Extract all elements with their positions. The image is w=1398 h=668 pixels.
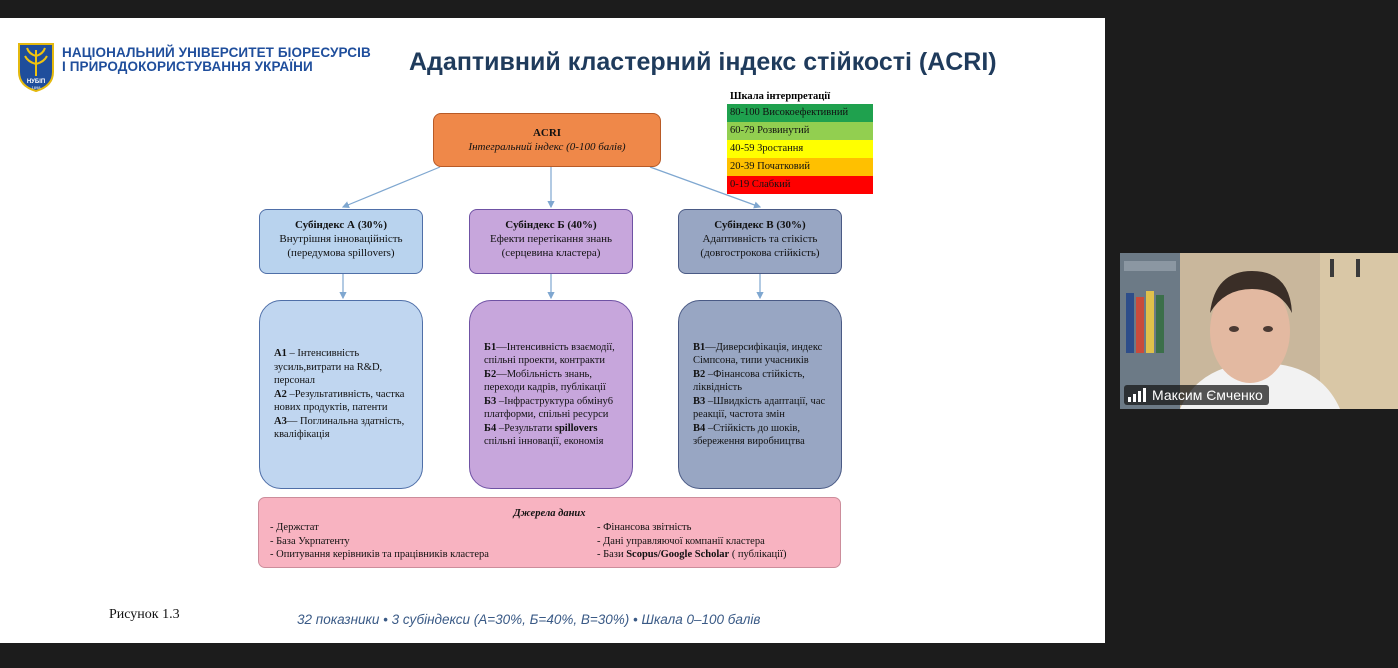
- root-title: ACRI: [532, 127, 562, 139]
- scale-row-initial: 20-39 Початковий: [727, 158, 873, 176]
- interpretation-scale: Шкала інтерпретації 80-100 Високоефектив…: [727, 90, 873, 194]
- indicator-c1: В1—Диверсифікація, индекс Сімпсона, типи…: [693, 341, 823, 367]
- arrow-root-to-a: [341, 166, 441, 209]
- indicator-a1: А1 – Інтенсивність зусиль,витрати на R&D…: [274, 348, 383, 387]
- source-item: - Держстат: [270, 522, 319, 533]
- source-item: - Дані управляючої компанії кластера: [597, 535, 765, 547]
- data-sources-box: Джерела даних - Держстат - База Укрпатен…: [258, 497, 841, 568]
- subindex-b-line1: Ефекти перетікання знань: [489, 233, 613, 245]
- arrow-root-to-c: [649, 166, 762, 209]
- indicator-c3: В3 –Швидкість адаптації, час реакції, ча…: [693, 395, 826, 421]
- indicator-b2: Б2—Мобільність знань, переходи кадрів, п…: [484, 368, 606, 394]
- presentation-slide: НУБІП 1898 НАЦІОНАЛЬНИЙ УНІВЕРСИТЕТ БІОР…: [0, 18, 1105, 643]
- subindex-c-line2: (довгострокова стійкість): [700, 247, 820, 259]
- connector-arrows: [339, 166, 764, 300]
- logo-text: НУБІП: [27, 79, 45, 85]
- source-item: - Бази Scopus/Google Scholar ( публікаці…: [597, 549, 787, 560]
- subindex-a-title: Субіндекс А (30%): [294, 219, 388, 231]
- university-name-line1: НАЦІОНАЛЬНИЙ УНІВЕРСИТЕТ БІОРЕСУРСІВ: [62, 45, 371, 60]
- participant-video-tile[interactable]: [1120, 253, 1398, 409]
- source-item: - Фінансова звітність: [597, 522, 692, 533]
- slide-title: Адаптивний кластерний індекс стійкості (…: [409, 48, 997, 76]
- subindex-c-node: Субіндекс В (30%) Адаптивність та стікіс…: [678, 209, 842, 274]
- participant-name: Максим Ємченко: [1152, 387, 1263, 403]
- details-a-node: А1 – Інтенсивність зусиль,витрати на R&D…: [259, 300, 423, 489]
- indicator-a3: А3— Поглинальна здатність, кваліфікація: [274, 415, 405, 441]
- slide-footer: 32 показники • 3 субіндекси (А=30%, Б=40…: [297, 612, 761, 627]
- scale-row-high: 80-100 Високоефективний: [727, 104, 873, 122]
- subindex-b-line2: (серцевина кластера): [501, 247, 601, 259]
- scale-title: Шкала інтерпретації: [730, 91, 831, 102]
- figure-label: Рисунок 1.3: [109, 607, 180, 622]
- participant-video-image: [1120, 253, 1398, 409]
- root-subtitle: Інтегральний індекс (0-100 балів): [468, 141, 626, 153]
- subindex-b-node: Субіндекс Б (40%) Ефекти перетікання зна…: [469, 209, 633, 274]
- source-item: - База Укрпатенту: [270, 535, 350, 547]
- data-sources-left-column: - Держстат - База Укрпатенту - Опитуванн…: [270, 521, 489, 562]
- indicator-b3: Б3 –Інфраструктура обміну6 платформи, сп…: [484, 395, 614, 421]
- indicator-b4: Б4 –Результати spillovers спільні іннова…: [484, 422, 604, 448]
- scale-row-developed: 60-79 Розвинутий: [727, 122, 873, 140]
- scale-row-weak: 0-19 Слабкий: [727, 176, 873, 194]
- signal-strength-icon: [1128, 388, 1146, 402]
- university-name: НАЦІОНАЛЬНИЙ УНІВЕРСИТЕТ БІОРЕСУРСІВ І П…: [62, 46, 371, 74]
- university-name-line2: І ПРИРОДОКОРИСТУВАННЯ УКРАЇНИ: [62, 59, 313, 74]
- acri-root-node: ACRI Інтегральний індекс (0-100 балів): [433, 113, 661, 167]
- participant-name-bar: Максим Ємченко: [1124, 385, 1269, 405]
- indicator-c4: В4 –Стійкість до шоків, збереження вироб…: [693, 422, 805, 448]
- subindex-c-title: Субіндекс В (30%): [714, 219, 806, 231]
- scale-row-growth: 40-59 Зростання: [727, 140, 873, 158]
- university-logo: НУБІП 1898: [18, 43, 54, 92]
- logo-year: 1898: [32, 85, 42, 90]
- indicator-b1: Б1—Інтенсивність взаємодії, спільні прое…: [484, 341, 615, 367]
- indicator-c2: В2 –Фінансова стійкість, ліквідність: [693, 368, 805, 394]
- subindex-c-line1: Адаптивність та стікість: [702, 233, 818, 245]
- subindex-a-line2: (передумова spillovers): [287, 247, 395, 259]
- subindex-b-title: Субіндекс Б (40%): [505, 219, 597, 231]
- indicator-a2: А2 –Результативність, частка нових проду…: [274, 388, 405, 414]
- source-item: - Опитування керівників та працівників к…: [270, 549, 489, 560]
- details-b-node: Б1—Інтенсивність взаємодії, спільні прое…: [469, 300, 633, 489]
- subindex-a-line1: Внутрішня інноваційність: [279, 233, 403, 245]
- data-sources-title: Джерела даних: [513, 508, 586, 519]
- subindex-a-node: Субіндекс А (30%) Внутрішня інноваційніс…: [259, 209, 423, 274]
- details-c-node: В1—Диверсифікація, индекс Сімпсона, типи…: [678, 300, 842, 489]
- data-sources-right-column: - Фінансова звітність - Дані управляючої…: [597, 521, 786, 562]
